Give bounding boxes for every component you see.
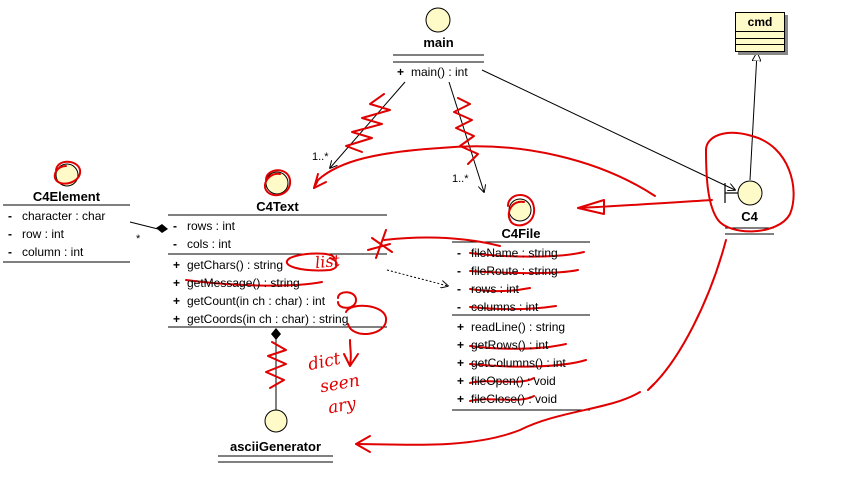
visibility-marker: -	[8, 227, 12, 241]
c4file-class-name: C4File	[501, 226, 541, 241]
method-text: getCoords(in ch : char) : string	[187, 312, 349, 326]
visibility-marker: +	[173, 258, 181, 272]
visibility-marker: -	[8, 245, 12, 259]
c4element-class-icon	[55, 163, 79, 187]
method-text: main() : int	[411, 65, 468, 79]
method-text: getColumns() : int	[471, 356, 566, 370]
visibility-marker: +	[457, 356, 465, 370]
multiplicity-main-c4text: 1..*	[312, 151, 329, 163]
attribute-text: cols : int	[187, 237, 232, 251]
asciigen-class-icon	[264, 409, 288, 433]
attribute-text: fileName : string	[471, 246, 558, 260]
visibility-marker: -	[173, 219, 177, 233]
c4-class-icon	[737, 180, 763, 206]
c4file-method-row: + fileClose() : void	[457, 392, 557, 406]
c4element-attr-row: -character : char	[8, 209, 105, 223]
annotation-list: list	[314, 250, 341, 273]
c4file-attr-row: -fileName : string	[457, 246, 558, 260]
red-annotations	[53, 93, 795, 453]
method-text: readLine() : string	[471, 320, 566, 334]
visibility-marker: +	[173, 294, 181, 308]
c4file-method-row: + getColumns() : int	[457, 356, 566, 370]
method-text: getCount(in ch : char) : int	[187, 294, 326, 308]
visibility-marker: +	[457, 320, 465, 334]
visibility-marker: -	[457, 246, 461, 260]
main-to-c4file-line	[448, 81, 484, 192]
c4element-class-name: C4Element	[32, 189, 101, 204]
method-text: fileOpen() : void	[471, 374, 556, 388]
c4text-method-row: + getCount(in ch : char) : int	[173, 294, 325, 308]
c4element-composition-diamond	[156, 224, 168, 233]
c4text-method-row: + getMessage() : string	[173, 276, 300, 290]
attribute-text: character : char	[22, 209, 106, 223]
visibility-marker: -	[457, 264, 461, 278]
c4text-class-icon	[265, 171, 289, 195]
attribute-text: row : int	[22, 227, 65, 241]
method-text: getChars() : string	[187, 258, 284, 272]
main-to-c4text-line	[330, 81, 406, 168]
c4text-attr-row: -rows : int	[173, 219, 235, 233]
c4text-class-name: C4Text	[256, 199, 299, 214]
c4file-attr-row: -rows : int	[457, 282, 519, 296]
c4text-method-row: + getChars() : string	[173, 258, 283, 272]
method-text: fileClose() : void	[471, 392, 558, 406]
c4text-to-c4file-dependency	[386, 269, 448, 286]
c4file-method-row: + getRows() : int	[457, 338, 548, 352]
c4file-attr-row: -columns : int	[457, 300, 538, 314]
asciigen-composition-diamond	[271, 328, 281, 340]
visibility-marker: +	[173, 276, 181, 290]
c4file-attr-row: -fileRoute : string	[457, 264, 558, 278]
multiplicity-main-c4file: 1..*	[452, 173, 469, 185]
visibility-marker: -	[457, 282, 461, 296]
c4-class-name: C4	[741, 209, 758, 224]
class-separators	[3, 54, 774, 463]
visibility-marker: +	[397, 65, 405, 79]
method-text: getMessage() : string	[187, 276, 300, 290]
attribute-text: columns : int	[471, 300, 539, 314]
class-icons	[55, 7, 763, 433]
attribute-text: fileRoute : string	[471, 264, 558, 278]
method-text: getRows() : int	[471, 338, 549, 352]
main-class-name: main	[423, 35, 454, 50]
asciigen-class-name: asciiGenerator	[229, 439, 322, 454]
c4element-attr-row: -column : int	[8, 245, 83, 259]
c4text-method-row: + getCoords(in ch : char) : string	[173, 312, 348, 326]
attribute-text: rows : int	[187, 219, 236, 233]
attribute-text: rows : int	[471, 282, 520, 296]
visibility-marker: +	[457, 338, 465, 352]
main-method-row: + main() : int	[397, 65, 468, 79]
visibility-marker: -	[457, 300, 461, 314]
main-to-c4-line	[481, 69, 735, 190]
visibility-marker: -	[8, 209, 12, 223]
cmd-class-name: cmd	[747, 15, 773, 29]
c4file-method-row: + fileOpen() : void	[457, 374, 556, 388]
c4file-method-row: + readLine() : string	[457, 320, 565, 334]
c4element-to-c4text-line	[129, 221, 159, 230]
c4-to-cmd-line	[749, 53, 757, 181]
multiplicity-c4element-c4text: *	[136, 233, 141, 245]
visibility-marker: +	[457, 374, 465, 388]
visibility-marker: -	[173, 237, 177, 251]
cmd-class-box: cmd	[735, 12, 785, 52]
attribute-text: column : int	[22, 245, 84, 259]
visibility-marker: +	[173, 312, 181, 326]
visibility-marker: +	[457, 392, 465, 406]
main-class-icon	[425, 7, 451, 33]
c4element-attr-row: -row : int	[8, 227, 64, 241]
c4text-attr-row: -cols : int	[173, 237, 231, 251]
